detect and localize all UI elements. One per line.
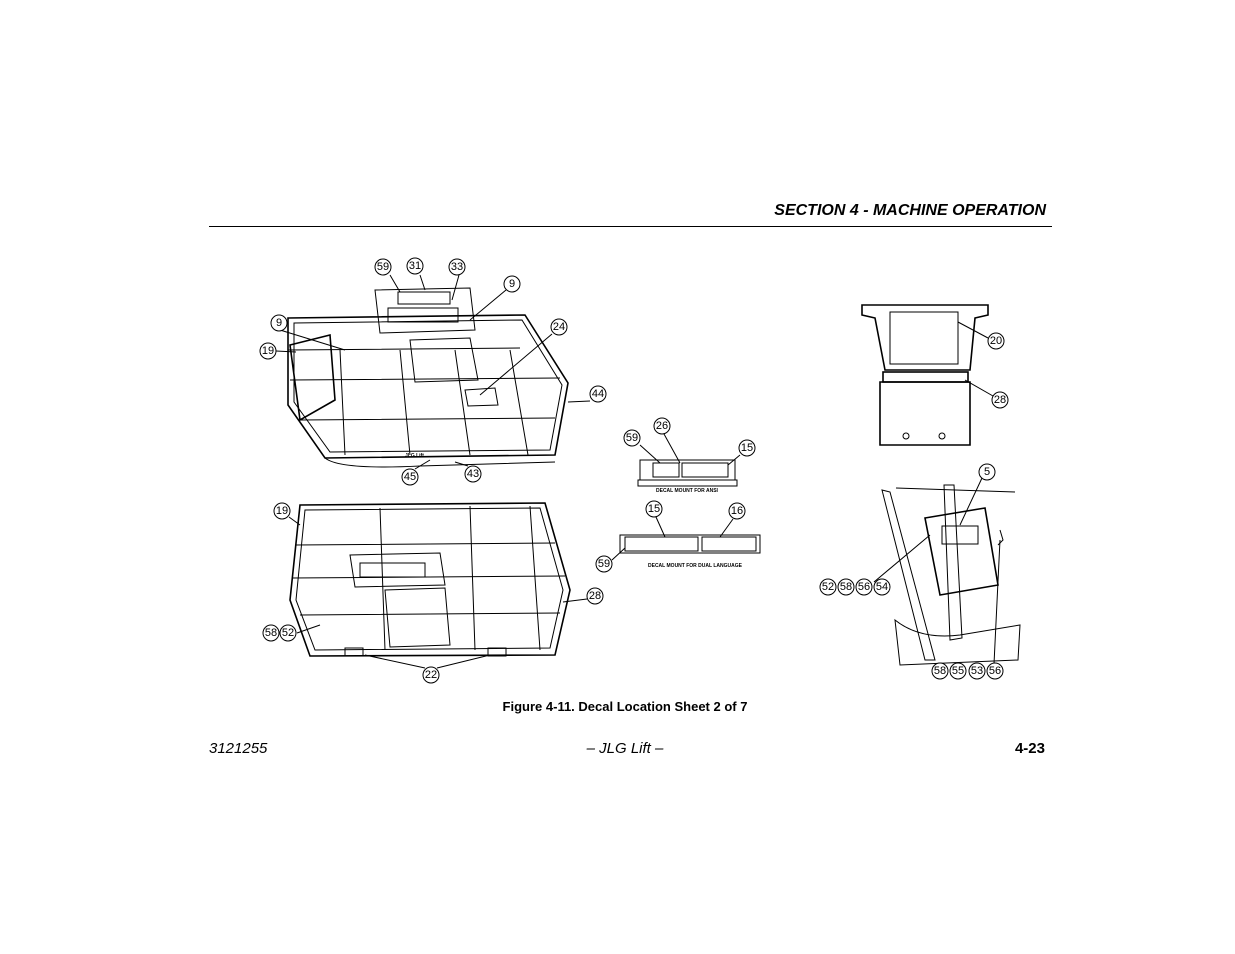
svg-text:54: 54 [876, 581, 888, 593]
svg-text:28: 28 [994, 394, 1006, 406]
callout-54: 54 [873, 578, 891, 596]
callout-31: 31 [406, 257, 424, 275]
svg-text:33: 33 [451, 261, 463, 273]
callout-22: 22 [422, 666, 440, 684]
svg-text:22: 22 [425, 669, 437, 681]
section-title: SECTION 4 - MACHINE OPERATION [774, 202, 1046, 219]
callout-16: 16 [728, 502, 746, 520]
callout-59: 59 [595, 555, 613, 573]
footer-center-text: – JLG Lift – [586, 740, 664, 757]
svg-text:43: 43 [467, 468, 479, 480]
svg-text:19: 19 [276, 505, 288, 517]
callouts: 59 31 33 9 9 19 24 44 45 43 19 28 58 52 … [259, 257, 1009, 684]
svg-text:58: 58 [934, 665, 946, 677]
callout-26: 26 [653, 417, 671, 435]
svg-text:56: 56 [858, 581, 870, 593]
svg-text:19: 19 [262, 345, 274, 357]
decal-mount-ansi-drawing: DECAL MOUNT FOR ANSI [637, 459, 738, 494]
figure-caption: Figure 4-11. Decal Location Sheet 2 of 7 [502, 699, 748, 714]
svg-text:58: 58 [265, 627, 277, 639]
logo-text-upper: JLG Lift [405, 453, 424, 459]
svg-text:44: 44 [592, 388, 604, 400]
callout-15: 15 [645, 500, 663, 518]
control-box-drawing [861, 304, 989, 446]
callout-33: 33 [448, 258, 466, 276]
svg-text:15: 15 [648, 503, 660, 515]
callout-19: 19 [259, 342, 277, 360]
page-number: 4-23 [1014, 740, 1045, 757]
callout-20: 20 [987, 332, 1005, 350]
svg-text:56: 56 [989, 665, 1001, 677]
callout-56: 56 [855, 578, 873, 596]
svg-text:55: 55 [952, 665, 964, 677]
svg-text:59: 59 [598, 558, 610, 570]
callout-28: 28 [991, 391, 1009, 409]
mount-ansi-label: DECAL MOUNT FOR ANSI [656, 488, 719, 494]
callout-58: 58 [931, 662, 949, 680]
svg-text:59: 59 [377, 261, 389, 273]
svg-text:24: 24 [553, 321, 565, 333]
header-rule [209, 226, 1052, 227]
manual-holder-drawing [881, 484, 1021, 666]
callout-52: 52 [279, 624, 297, 642]
callout-19: 19 [273, 502, 291, 520]
callout-44: 44 [589, 385, 607, 403]
callout-59: 59 [374, 258, 392, 276]
platform-lower-drawing [289, 502, 571, 657]
svg-text:9: 9 [509, 278, 515, 290]
callout-52: 52 [819, 578, 837, 596]
svg-text:45: 45 [404, 471, 416, 483]
callout-53: 53 [968, 662, 986, 680]
document-number: 3121255 [209, 740, 268, 757]
callout-55: 55 [949, 662, 967, 680]
callout-9: 9 [503, 275, 521, 293]
callout-43: 43 [464, 465, 482, 483]
callout-15: 15 [738, 439, 756, 457]
svg-text:16: 16 [731, 505, 743, 517]
svg-text:20: 20 [990, 335, 1002, 347]
callout-59: 59 [623, 429, 641, 447]
leader-lines [275, 274, 1001, 669]
svg-text:15: 15 [741, 442, 753, 454]
callout-56: 56 [986, 662, 1004, 680]
svg-text:58: 58 [840, 581, 852, 593]
platform-upper-drawing: JLG Lift [287, 287, 569, 468]
callout-58: 58 [837, 578, 855, 596]
svg-text:52: 52 [282, 627, 294, 639]
svg-text:9: 9 [276, 317, 282, 329]
callout-28: 28 [586, 587, 604, 605]
svg-text:59: 59 [626, 432, 638, 444]
callout-9: 9 [270, 314, 288, 332]
svg-text:26: 26 [656, 420, 668, 432]
callout-24: 24 [550, 318, 568, 336]
callout-5: 5 [978, 463, 996, 481]
svg-text:28: 28 [589, 590, 601, 602]
mount-dual-label: DECAL MOUNT FOR DUAL LANGUAGE [648, 563, 743, 569]
svg-text:31: 31 [409, 260, 421, 272]
svg-text:5: 5 [984, 466, 990, 478]
svg-text:53: 53 [971, 665, 983, 677]
decal-mount-dual-drawing: DECAL MOUNT FOR DUAL LANGUAGE [619, 534, 761, 569]
callout-45: 45 [401, 468, 419, 486]
svg-text:52: 52 [822, 581, 834, 593]
callout-58: 58 [262, 624, 280, 642]
